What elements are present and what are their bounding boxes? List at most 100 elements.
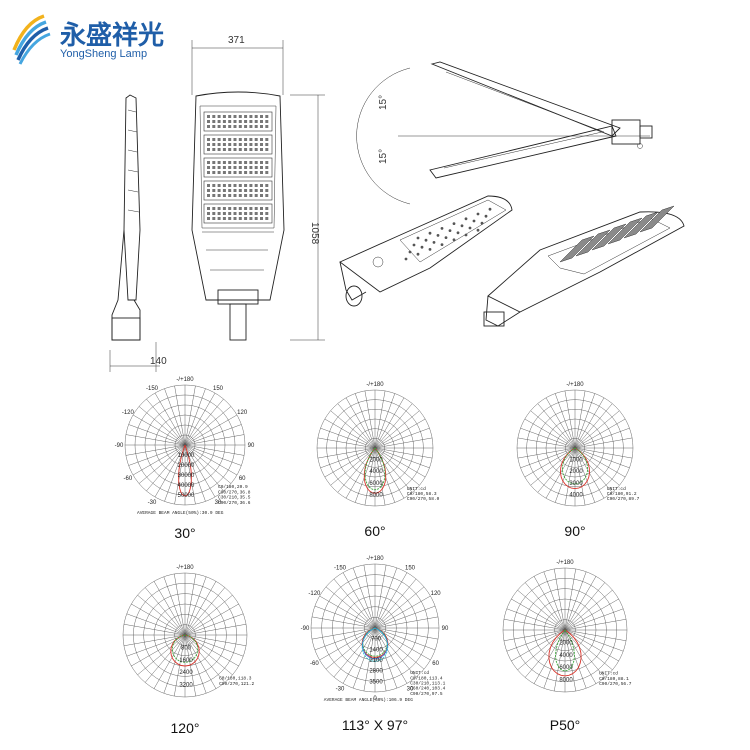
led-cell: [254, 194, 258, 197]
polar-spoke: [364, 447, 376, 506]
polar-angle-label: -30: [336, 687, 345, 693]
led-cell: [212, 184, 216, 187]
heat-sink-hole: [424, 238, 428, 242]
polar-angle-label: 60: [432, 661, 439, 667]
led-cell: [244, 194, 248, 197]
polar-spoke: [520, 447, 576, 469]
led-cell: [265, 115, 269, 118]
heat-sink-hole: [488, 207, 492, 211]
polar-spoke: [574, 397, 605, 449]
polar-angle-label: 90: [442, 626, 449, 632]
led-cell: [207, 120, 210, 123]
led-cell: [260, 138, 263, 141]
heat-sink-hole: [444, 236, 448, 240]
tilt-down-label: 15°: [378, 149, 389, 164]
led-cell: [207, 138, 210, 141]
led-cell: [265, 138, 269, 141]
intensity-label: 800: [181, 645, 192, 651]
polar-spoke: [128, 444, 186, 466]
led-cell: [254, 217, 258, 220]
led-cell: [249, 194, 253, 197]
led-cell: [222, 115, 226, 118]
polar-spoke: [574, 427, 630, 449]
polar-spoke: [184, 634, 244, 657]
legend-entry: C90/270,56.7: [599, 681, 632, 687]
led-cell: [244, 184, 248, 187]
led-cell: [207, 207, 210, 210]
led-cell: [217, 171, 221, 174]
polar-angle-label: -90: [301, 626, 310, 632]
led-cell: [260, 143, 263, 146]
polar-spoke: [354, 447, 376, 503]
led-cell: [207, 143, 210, 146]
polar-spoke: [564, 629, 587, 689]
polar-spoke: [164, 388, 186, 446]
polar-spoke: [352, 567, 376, 629]
led-cell: [217, 115, 221, 118]
polar-spoke: [564, 447, 576, 506]
polar-spoke: [511, 598, 566, 631]
polar-spoke: [545, 397, 576, 449]
led-cell: [233, 148, 237, 151]
brand-logo: 永盛祥光 YongSheng Lamp: [12, 14, 164, 65]
polar-spoke: [131, 603, 186, 636]
led-cell: [260, 161, 263, 164]
heat-sink-hole: [440, 243, 444, 247]
polar-angle-label: 60: [239, 476, 246, 482]
front-view-drawing: 371 1058: [191, 35, 325, 341]
heat-sink-hole: [452, 222, 456, 226]
heat-sink-hole: [464, 233, 468, 237]
polar-spoke: [184, 634, 196, 697]
intensity-label: 2000: [569, 469, 583, 475]
led-cell: [238, 148, 242, 151]
legend-entry: C0/180,91.2: [607, 491, 637, 497]
led-cell: [217, 161, 221, 164]
perspective-top-drawing: [339, 195, 513, 307]
led-cell: [207, 171, 210, 174]
legend-entry: C90/270,36.6: [218, 500, 251, 506]
polar-spoke: [333, 627, 376, 678]
polar-spoke: [574, 447, 586, 506]
led-cell: [244, 171, 248, 174]
intensity-label: 1400: [369, 647, 383, 653]
led-cell: [260, 207, 263, 210]
led-cell: [249, 184, 253, 187]
polar-spoke: [123, 634, 186, 646]
polar-spoke: [564, 629, 624, 652]
polar-spoke: [184, 444, 242, 466]
led-cell: [249, 115, 253, 118]
polar-spoke: [125, 434, 186, 446]
led-cell: [260, 217, 263, 220]
intensity-label: 30000: [178, 473, 195, 479]
polar-spoke: [517, 589, 566, 631]
beam-angle-footer: AVERAGE BEAM ANGLE(50%):30.9 DEG: [137, 510, 224, 516]
heat-sink-hole: [436, 234, 440, 237]
led-cell: [244, 125, 248, 128]
led-cell: [228, 212, 232, 215]
led-cell: [260, 115, 263, 118]
polar-spoke: [184, 634, 233, 676]
heat-sink-hole: [428, 248, 432, 251]
led-cell: [207, 189, 210, 192]
led-cell: [238, 115, 242, 118]
led-cell: [217, 125, 221, 128]
polar-spoke: [524, 629, 566, 678]
polar-spoke: [574, 418, 626, 449]
led-cell: [217, 148, 221, 151]
polar-angle-label: 30: [407, 687, 414, 693]
led-cell: [228, 161, 232, 164]
polar-spoke: [574, 447, 630, 469]
led-cell: [233, 166, 237, 169]
polar-spoke: [374, 578, 417, 629]
intensity-label: 2000: [559, 640, 573, 646]
led-cell: [254, 115, 258, 118]
led-cell: [207, 184, 210, 187]
led-cell: [217, 194, 221, 197]
polar-spoke: [345, 447, 376, 499]
polar-spoke: [574, 393, 596, 449]
intensity-label: 700: [371, 637, 382, 643]
led-cell: [249, 189, 253, 192]
polar-chart: -/+1802000400060008000UNIT:cdC0/180,88.1…: [502, 560, 632, 733]
polar-angle-label: -/+180: [366, 556, 384, 562]
